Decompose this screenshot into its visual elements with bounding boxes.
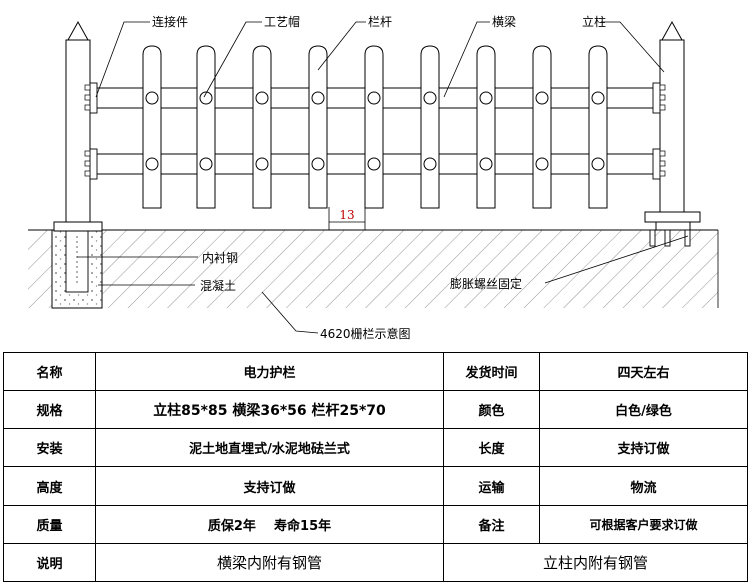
cap-circle xyxy=(145,91,159,105)
value-name: 电力护栏 xyxy=(95,351,444,392)
connector-bracket-lower xyxy=(84,148,98,180)
cap-circle xyxy=(255,91,269,105)
picket xyxy=(142,45,162,209)
cap-circle xyxy=(535,157,549,171)
picket xyxy=(476,45,496,209)
connector-bracket-right-upper xyxy=(652,82,666,114)
value-quality: 质保2年 寿命15年 xyxy=(95,504,444,544)
cap-circle xyxy=(479,91,493,105)
diagram-caption: 4620栅栏示意图 xyxy=(320,326,411,341)
row-label-quality: 质量 xyxy=(3,504,96,544)
value-delivery: 四天左右 xyxy=(539,351,748,392)
picket xyxy=(420,45,440,209)
picket xyxy=(588,45,608,209)
spec-table: 名称 电力护栏 发货时间 四天左右 规格 立柱85*85 横梁36*56 栏杆2… xyxy=(3,351,748,583)
value-install: 泥土地直埋式/水泥地砝兰式 xyxy=(95,428,444,468)
picket-label: 栏杆 xyxy=(368,14,392,29)
ground xyxy=(28,229,719,308)
row-label-transport: 运输 xyxy=(443,466,540,506)
expansion-bolts xyxy=(649,229,691,247)
connector-bracket-right-lower xyxy=(652,148,666,180)
table-row: 质量 质保2年 寿命15年 备注 可根据客户要求订做 xyxy=(3,504,748,544)
value-remark: 可根据客户要求订做 xyxy=(539,504,748,544)
value-transport: 物流 xyxy=(539,466,748,506)
rail-label: 横梁 xyxy=(492,14,516,29)
row-label-length: 长度 xyxy=(443,428,540,468)
cap-circle xyxy=(311,157,325,171)
picket xyxy=(532,45,552,209)
row-label-remark: 备注 xyxy=(443,504,540,544)
connector-label: 连接件 xyxy=(152,14,188,29)
cap-circle xyxy=(423,91,437,105)
left-post xyxy=(53,20,103,232)
leader-lines xyxy=(77,21,689,334)
row-label-delivery: 发货时间 xyxy=(443,351,540,392)
cap-circle xyxy=(591,157,605,171)
row-label-install: 安装 xyxy=(3,428,96,468)
picket xyxy=(308,45,328,209)
value-spec: 立柱85*85 横梁36*56 栏杆25*70 xyxy=(95,390,444,430)
picket xyxy=(196,45,216,209)
table-row: 安装 泥土地直埋式/水泥地砝兰式 长度 支持订做 xyxy=(3,428,748,468)
concrete-label: 混凝土 xyxy=(200,278,236,293)
cap-circle xyxy=(367,91,381,105)
pickets xyxy=(142,45,608,209)
row-label-height: 高度 xyxy=(3,466,96,506)
picket xyxy=(364,45,384,209)
post-label: 立柱 xyxy=(582,14,606,29)
table-row: 规格 立柱85*85 横梁36*56 栏杆25*70 颜色 白色/绿色 xyxy=(3,390,748,430)
value-height: 支持订做 xyxy=(95,466,444,506)
value-length: 支持订做 xyxy=(539,428,748,468)
cap-circle xyxy=(311,91,325,105)
connector-bracket-upper xyxy=(84,82,98,114)
note-rail-steel: 横梁内附有钢管 xyxy=(95,542,444,583)
table-row: 说明 横梁内附有钢管 立柱内附有钢管 xyxy=(3,542,748,583)
cap-circle xyxy=(479,157,493,171)
cap-circle xyxy=(199,157,213,171)
cap-label: 工艺帽 xyxy=(264,14,300,29)
cap-circle xyxy=(255,157,269,171)
row-label-spec: 规格 xyxy=(3,390,96,430)
table-row: 高度 支持订做 运输 物流 xyxy=(3,466,748,506)
note-post-steel: 立柱内附有钢管 xyxy=(443,542,748,583)
cap-circle xyxy=(199,91,213,105)
cap-circle xyxy=(591,91,605,105)
concrete-footing xyxy=(51,229,103,309)
cap-circle xyxy=(367,157,381,171)
cap-circle xyxy=(535,91,549,105)
picket xyxy=(252,45,272,209)
row-label-color: 颜色 xyxy=(443,390,540,430)
right-post xyxy=(644,20,701,247)
row-label-name: 名称 xyxy=(3,351,96,392)
value-color: 白色/绿色 xyxy=(539,390,748,430)
cap-circle xyxy=(423,157,437,171)
table-row: 名称 电力护栏 发货时间 四天左右 xyxy=(3,351,748,392)
inner-steel-label: 内衬钢 xyxy=(202,251,238,265)
dimension-label: 13 xyxy=(339,208,354,222)
fence-diagram: 13 连接件 工艺帽 栏杆 横梁 立柱 内衬钢 混凝土 膨胀螺丝固定 4620栅… xyxy=(28,14,719,341)
expansion-bolt-label: 膨胀螺丝固定 xyxy=(450,276,522,291)
gap-dimension: 13 xyxy=(328,207,366,230)
cap-circle xyxy=(145,157,159,171)
row-label-notes: 说明 xyxy=(3,542,96,583)
diagram-labels: 连接件 工艺帽 栏杆 横梁 立柱 内衬钢 混凝土 膨胀螺丝固定 4620栅栏示意… xyxy=(152,14,606,341)
